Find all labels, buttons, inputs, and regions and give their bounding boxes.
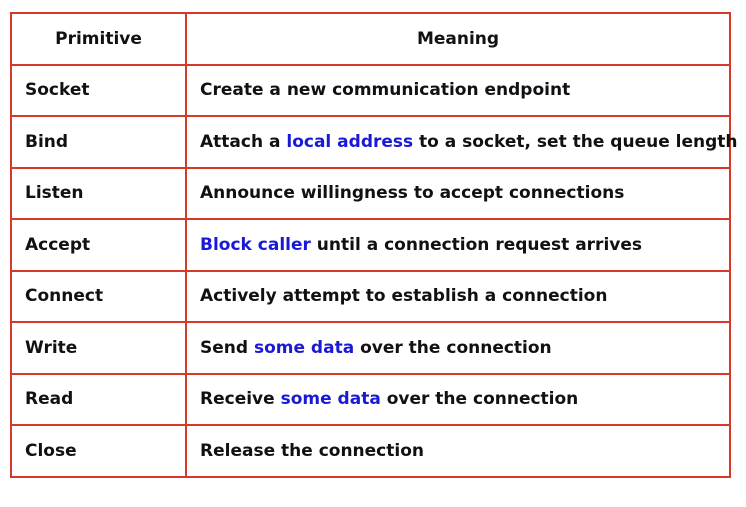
header-meaning: Meaning <box>185 12 731 66</box>
meaning-cell: Release the connection <box>185 424 731 478</box>
meaning-text: Release the connection <box>200 440 424 461</box>
primitive-cell: Accept <box>10 218 187 272</box>
table-row: Socket Create a new communication endpoin… <box>10 63 731 117</box>
meaning-cell: Receive some data over the connection <box>185 372 731 426</box>
meaning-cell: Attach a local address to a socket, set … <box>185 115 738 169</box>
meaning-text: Attach a <box>200 131 287 152</box>
primitive-cell: Listen <box>10 166 187 220</box>
meaning-text: Actively attempt to establish a connecti… <box>200 286 608 307</box>
meaning-text: until a connection request arrives <box>310 234 643 255</box>
meaning-highlight: local address <box>286 131 414 152</box>
meaning-text: over the connection <box>380 389 579 410</box>
meaning-cell: Actively attempt to establish a connecti… <box>185 269 731 323</box>
meaning-text: over the connection <box>354 337 552 358</box>
meaning-cell: Create a new communication endpoint <box>185 63 731 117</box>
primitives-table: Primitive Meaning Socket Create a new com… <box>10 12 738 478</box>
meaning-text: Send <box>200 337 254 358</box>
meaning-cell: Block caller until a connection request … <box>185 218 731 272</box>
primitive-cell: Connect <box>10 269 187 323</box>
primitive-cell: Read <box>10 372 187 426</box>
header-row: Primitive Meaning <box>10 12 731 66</box>
table-body: Socket Create a new communication endpoin… <box>10 63 738 478</box>
meaning-text: to a socket, set the queue length <box>413 131 738 152</box>
meaning-text: Announce willingness to accept connectio… <box>200 183 625 204</box>
meaning-cell: Send some data over the connection <box>185 321 731 375</box>
meaning-text: Create a new communication endpoint <box>200 80 571 101</box>
meaning-highlight: some data <box>280 389 381 410</box>
primitive-cell: Close <box>10 424 187 478</box>
meaning-text: Receive <box>200 389 281 410</box>
primitive-cell: Write <box>10 321 187 375</box>
table-row: Connect Actively attempt to establish a c… <box>10 269 731 323</box>
meaning-highlight: Block caller <box>200 234 311 255</box>
meaning-highlight: some data <box>253 337 355 358</box>
table-row: Listen Announce willingness to accept con… <box>10 166 731 220</box>
primitive-cell: Socket <box>10 63 187 117</box>
header-primitive: Primitive <box>10 12 187 66</box>
meaning-cell: Announce willingness to accept connectio… <box>185 166 731 220</box>
primitive-cell: Bind <box>10 115 187 169</box>
table-row: Close Release the connection <box>10 424 731 478</box>
